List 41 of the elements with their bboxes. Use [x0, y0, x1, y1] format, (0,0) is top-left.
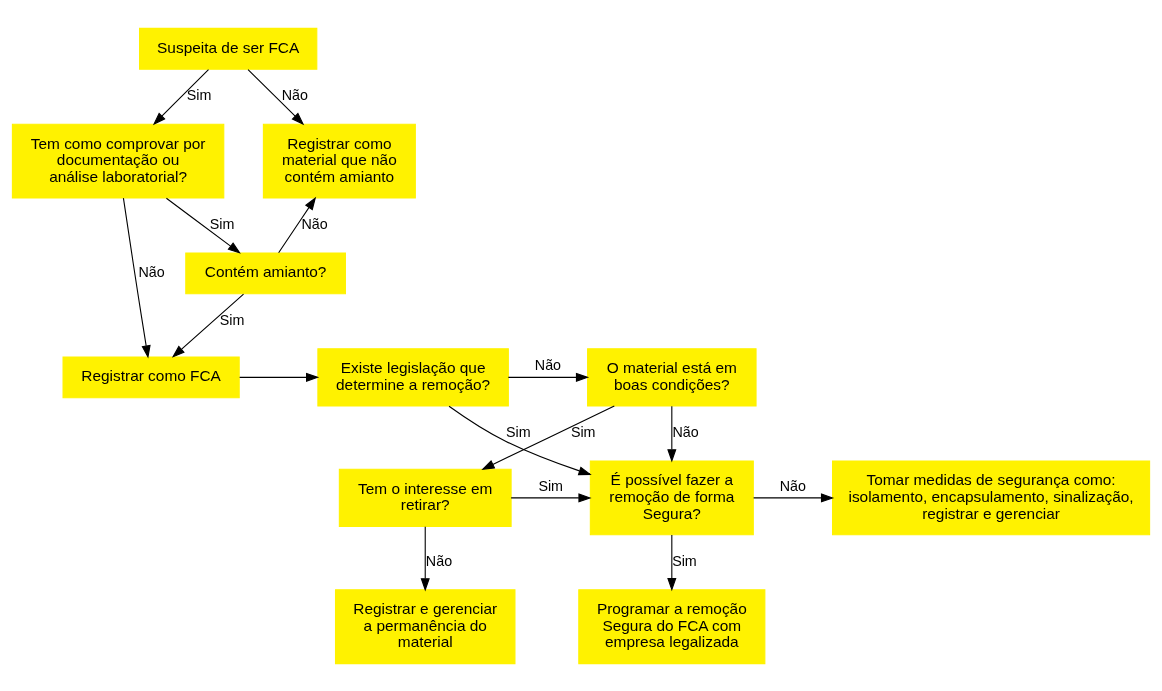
- node-box: O material está em boas condições?: [587, 347, 757, 407]
- arrow: [753, 492, 835, 503]
- edge-label: Não: [672, 423, 699, 440]
- node-box: Registrar como FCA: [62, 355, 240, 398]
- arrow: [448, 405, 592, 475]
- arrow: [171, 293, 245, 358]
- arrow: [481, 405, 615, 470]
- edge-label: Sim: [219, 311, 245, 328]
- edge-label: Não: [779, 477, 807, 494]
- node-box: Tomar medidas de segurança como: isolamento, encapsulamento, sinalização, registrar e gerenciar: [832, 460, 1151, 535]
- edge-label: Sim: [505, 423, 531, 440]
- edge-label: Não: [138, 263, 165, 280]
- arrow: [165, 197, 241, 254]
- arrow: [420, 525, 430, 591]
- edge-label: Não: [301, 215, 328, 232]
- arrow: [247, 68, 305, 125]
- node-box: Suspeita de ser FCA: [139, 27, 318, 70]
- node-box: Existe legislação que determine a remoção?: [317, 347, 509, 407]
- node-box: Registrar e gerenciar a permanência do material: [334, 588, 516, 664]
- edge-label: Não: [425, 552, 453, 569]
- edge-label: Não: [281, 86, 308, 103]
- arrow: [510, 492, 592, 503]
- arrow: [507, 372, 590, 382]
- edge-label: Sim: [672, 552, 697, 569]
- node-box: Tem o interesse em retirar?: [338, 468, 512, 527]
- edge-label: Sim: [186, 86, 212, 103]
- arrow: [278, 196, 317, 253]
- node-box: É possível fazer a remoção de forma Segura?: [589, 460, 754, 535]
- node-box: Contém amianto?: [185, 251, 346, 294]
- arrow: [239, 372, 320, 382]
- edge-label: Não: [534, 356, 562, 373]
- edge-label: Sim: [209, 215, 235, 232]
- arrow: [667, 533, 677, 591]
- node-box: Registrar como material que não contém amianto: [262, 123, 416, 198]
- arrow: [152, 68, 210, 125]
- edge-label: Sim: [538, 477, 564, 494]
- arrow: [122, 197, 151, 359]
- arrow: [667, 405, 677, 462]
- edge-label: Sim: [570, 423, 596, 440]
- node-box: Programar a remoção Segura do FCA com empresa legalizada: [578, 588, 766, 664]
- node-box: Tem como comprovar por documentação ou análise laboratorial?: [11, 123, 225, 198]
